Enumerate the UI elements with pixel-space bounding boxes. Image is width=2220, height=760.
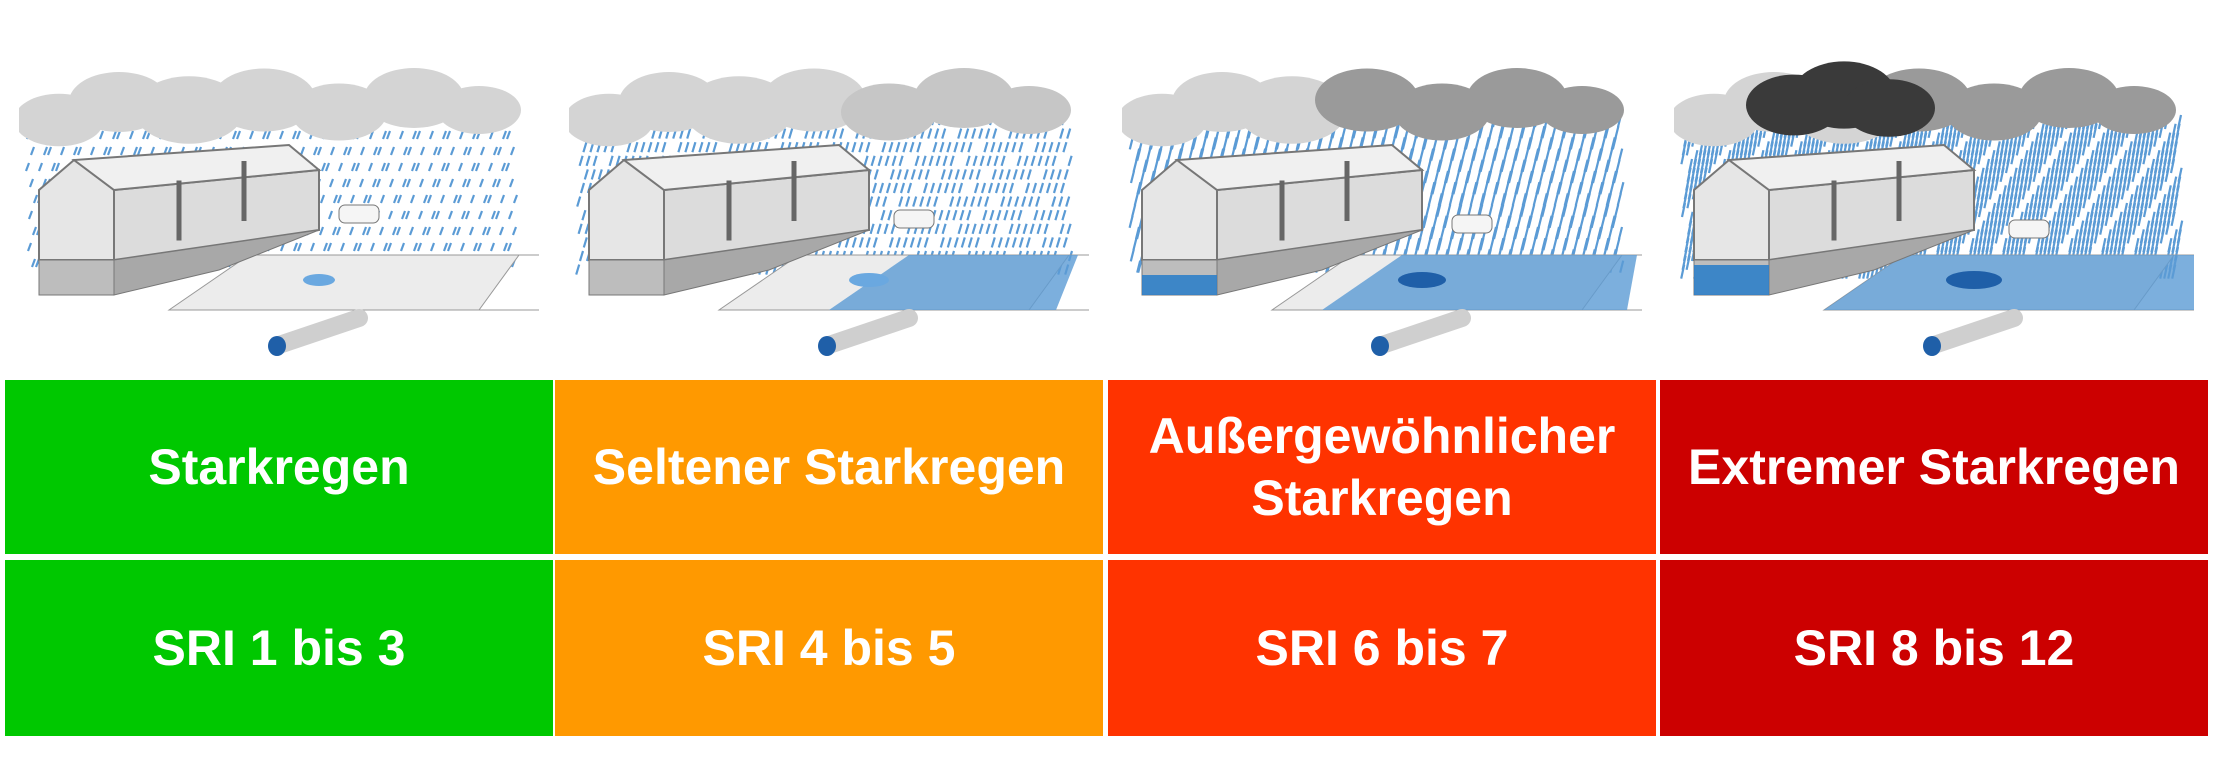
- cloud-icon: [569, 68, 1071, 147]
- flood-scene-illustration: [19, 68, 539, 356]
- cloud-icon: [1122, 68, 1624, 147]
- flood-scene-illustration: [1674, 61, 2194, 356]
- category-title: Extremer Starkregen: [1688, 439, 2180, 495]
- sri-range-label: SRI 1 bis 3: [152, 620, 406, 676]
- building-icon: [38, 143, 322, 296]
- car-icon: [1451, 214, 1493, 234]
- manhole-icon: [849, 273, 889, 287]
- category-title: Starkregen: [148, 439, 410, 495]
- building-icon: [588, 143, 872, 296]
- building-icon: [1693, 143, 1977, 296]
- sri-range-label: SRI 8 bis 12: [1793, 620, 2075, 676]
- sri-range-cell: SRI 4 bis 5: [555, 560, 1103, 736]
- category-title-cell: Starkregen: [5, 380, 553, 554]
- category-title-cell: Seltener Starkregen: [555, 380, 1103, 554]
- sri-range-label: SRI 4 bis 5: [702, 620, 956, 676]
- cloud-icon: [19, 68, 521, 147]
- sewer-pipe-icon: [820, 309, 918, 354]
- sri-range-cell: SRI 6 bis 7: [1108, 560, 1656, 736]
- car-icon: [338, 204, 380, 224]
- cloud-icon: [1674, 61, 2176, 147]
- sri-range-cell: SRI 1 bis 3: [5, 560, 553, 736]
- sewer-pipe-icon: [1925, 309, 2023, 354]
- flood-scene-illustration: [1122, 68, 1642, 356]
- category-title-cell: Extremer Starkregen: [1660, 380, 2208, 554]
- flood-scene-illustration: [569, 68, 1089, 356]
- category-title: Außergewöhnlicher Starkregen: [1148, 408, 1616, 526]
- sri-range-label: SRI 6 bis 7: [1255, 620, 1509, 676]
- flood-water: [829, 255, 1078, 310]
- building-icon: [1141, 143, 1425, 296]
- sri-range-cell: SRI 8 bis 12: [1660, 560, 2208, 736]
- flood-water: [1824, 255, 2194, 310]
- flood-water: [1322, 255, 1637, 310]
- category-title-cell: Außergewöhnlicher Starkregen: [1108, 380, 1656, 554]
- car-icon: [893, 209, 935, 229]
- manhole-icon: [1946, 271, 2002, 289]
- car-icon: [2008, 219, 2050, 239]
- sewer-pipe-icon: [1373, 309, 1471, 354]
- sewer-pipe-icon: [270, 309, 368, 354]
- manhole-icon: [303, 274, 335, 286]
- manhole-icon: [1398, 272, 1446, 288]
- category-title: Seltener Starkregen: [592, 439, 1066, 495]
